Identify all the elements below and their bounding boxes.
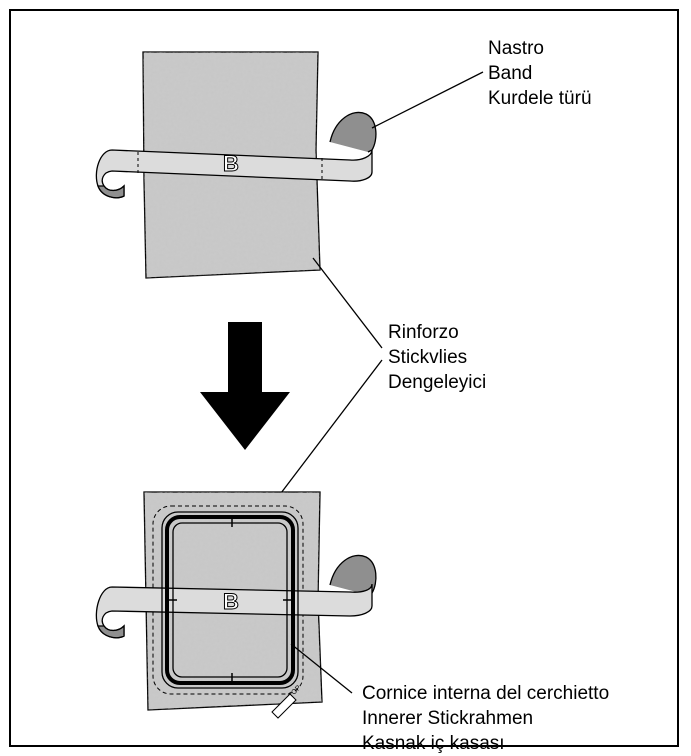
down-arrow-icon — [200, 322, 290, 450]
inner-hoop-frame: TOP — [161, 511, 303, 719]
inner-frame-label: Cornice interna del cerchietto Innerer S… — [362, 681, 609, 756]
ribbon-label-de: Band — [488, 63, 533, 84]
stabilizer-label-it: Rinforzo — [388, 322, 459, 343]
inner-frame-label-it: Cornice interna del cerchietto — [362, 683, 610, 704]
stabilizer-leader-lines — [277, 257, 383, 498]
stabilizer-label: Rinforzo Stickvlies Dengeleyici — [388, 320, 486, 395]
stabilizer-label-de: Stickvlies — [388, 347, 468, 368]
ribbon-label: Nastro Band Kurdele türü — [488, 36, 592, 111]
ribbon-mark-bottom: B — [223, 589, 239, 614]
ribbon-top — [95, 111, 377, 199]
ribbon-mark-top: B — [223, 151, 239, 176]
ribbon-leader-line — [371, 71, 484, 129]
stabilizer-label-tr: Dengeleyici — [388, 372, 487, 393]
inner-frame-label-tr: Kasnak iç kasası — [362, 733, 505, 754]
inner-frame-leader-line — [290, 643, 353, 694]
inner-frame-label-de: Innerer Stickrahmen — [362, 708, 534, 729]
ribbon-label-tr: Kurdele türü — [488, 88, 592, 109]
ribbon-label-it: Nastro — [488, 38, 544, 59]
